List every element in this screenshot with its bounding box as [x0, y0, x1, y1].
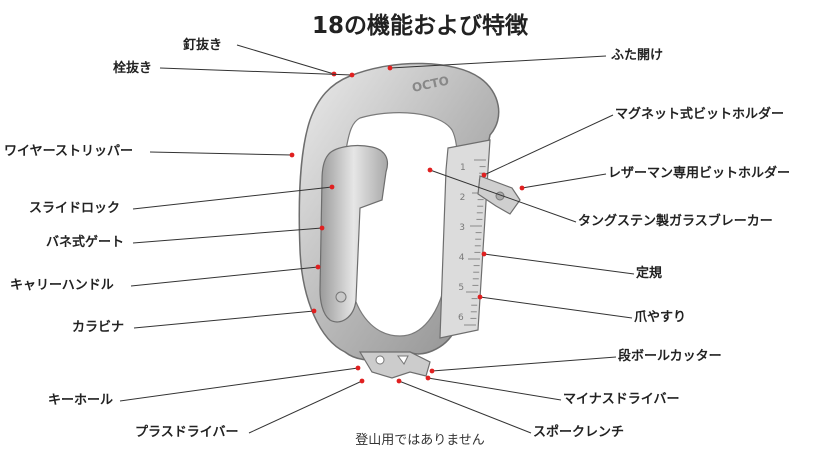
- carabiner-marker: [311, 308, 317, 314]
- ruler-marker: [481, 251, 487, 257]
- label-magnetic-bit-holder: マグネット式ビットホルダー: [615, 107, 785, 122]
- label-tungsten-glass-breaker: タングステン製ガラスブレーカー: [578, 214, 773, 229]
- leatherman-bit-holder-leader-line: [521, 173, 607, 189]
- carabiner-leader-line: [133, 310, 315, 329]
- tungsten-glass-breaker-marker: [427, 167, 433, 173]
- pin-remover-marker: [349, 72, 355, 78]
- magnetic-bit-holder-marker: [481, 172, 487, 178]
- label-spring-gate: バネ式ゲート: [46, 235, 125, 250]
- lid-opener-marker: [387, 65, 393, 71]
- label-phillips-driver: プラスドライバー: [135, 425, 239, 440]
- carry-handle-leader-line: [130, 266, 319, 287]
- wire-stripper-leader-line: [149, 151, 293, 156]
- disclaimer-note: 登山用ではありません: [355, 433, 485, 448]
- label-nail-puller: 釘抜き: [183, 38, 223, 53]
- slide-lock-marker: [329, 184, 335, 190]
- label-lid-opener: ふた開け: [611, 48, 664, 63]
- phillips-driver-marker: [359, 378, 365, 384]
- nail-file-marker: [477, 294, 483, 300]
- nail-puller-leader-line: [236, 44, 335, 75]
- label-pin-remover: 栓抜き: [113, 61, 153, 76]
- label-carry-handle: キャリーハンドル: [10, 278, 114, 293]
- spring-gate-marker: [319, 225, 325, 231]
- ruler-numeral: 5: [458, 283, 464, 293]
- ruler-numeral: 4: [459, 253, 465, 263]
- label-spoke-wrench: スポークレンチ: [533, 425, 625, 440]
- magnetic-bit-holder-leader-line: [483, 114, 614, 176]
- spoke-wrench-marker: [396, 378, 402, 384]
- label-slide-lock: スライドロック: [29, 201, 121, 216]
- box-cutter-marker: [429, 368, 435, 374]
- lid-opener-leader-line: [389, 55, 607, 69]
- ruler-leader-line: [483, 253, 635, 275]
- label-carabiner: カラビナ: [72, 320, 125, 335]
- label-keyhole: キーホール: [48, 393, 114, 408]
- spring-gate-part: [319, 144, 389, 323]
- spoke-wrench-leader-line: [398, 380, 532, 434]
- phillips-driver-leader-line: [248, 380, 363, 434]
- box-cutter-leader-line: [431, 356, 617, 372]
- ruler-numeral: 6: [458, 313, 464, 323]
- ruler-part: 1 2 3 4 5 6: [439, 139, 491, 339]
- bottom-tools: [358, 351, 431, 379]
- label-box-cutter: 段ボールカッター: [618, 349, 722, 364]
- label-nail-file: 爪やすり: [634, 310, 687, 325]
- leatherman-bit-holder-marker: [519, 185, 525, 191]
- keyhole-marker: [355, 365, 361, 371]
- ruler-numeral: 2: [460, 193, 466, 203]
- keyhole-leader-line: [119, 367, 359, 402]
- label-wire-stripper: ワイヤーストリッパー: [4, 144, 133, 159]
- label-leatherman-bit-holder: レザーマン専用ビットホルダー: [608, 166, 791, 181]
- page-title: 18の機能および特徴: [311, 13, 528, 39]
- label-ruler: 定規: [636, 266, 663, 281]
- pin-remover-leader-line: [159, 67, 353, 76]
- flathead-driver-marker: [425, 375, 431, 381]
- label-flathead-driver: マイナスドライバー: [563, 392, 680, 407]
- carry-handle-marker: [315, 264, 321, 270]
- ruler-numeral: 1: [460, 163, 466, 173]
- spring-gate-leader-line: [132, 227, 323, 244]
- leader-lines: [119, 44, 635, 434]
- ruler-numeral: 3: [459, 223, 465, 233]
- flathead-driver-leader-line: [427, 377, 562, 401]
- nail-file-leader-line: [479, 296, 633, 319]
- slide-lock-leader-line: [132, 186, 333, 210]
- wire-stripper-marker: [289, 152, 295, 158]
- tungsten-glass-breaker-leader-line: [429, 169, 577, 223]
